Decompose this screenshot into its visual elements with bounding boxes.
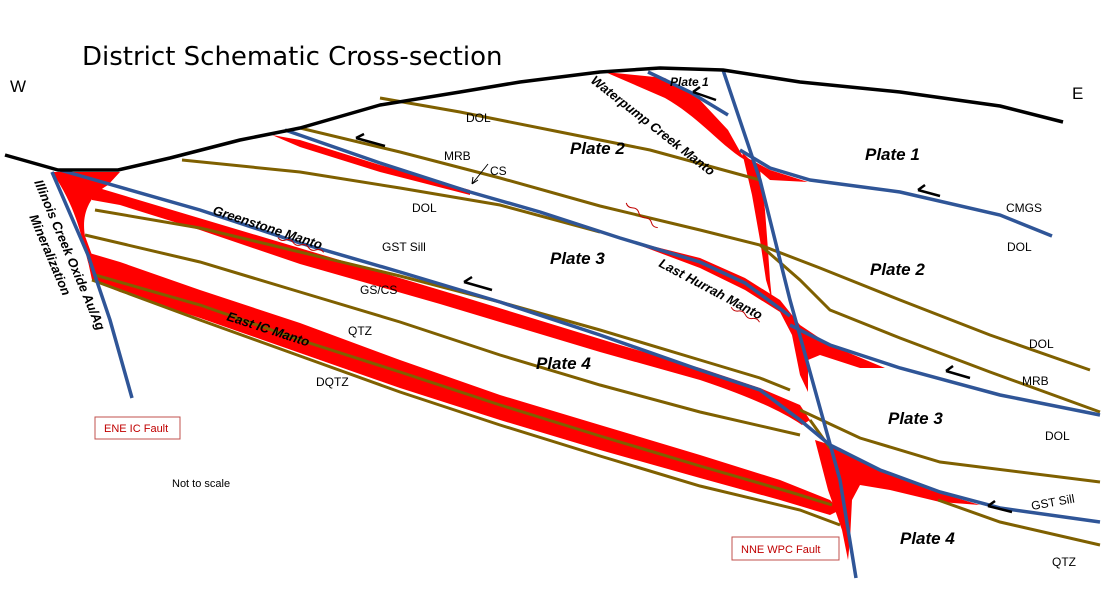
plate3-east-label: Plate 3 (888, 409, 943, 428)
waterpump-thrust (647, 70, 729, 117)
plate2-east-label: Plate 2 (870, 260, 925, 279)
arrow-icon (945, 364, 971, 380)
nne-wpc-fault (721, 69, 858, 579)
unit-dol-east-upper: DOL (1007, 240, 1032, 254)
blue-fault-lines (50, 69, 1101, 579)
ene-ic-fault-box (94, 416, 181, 440)
cs-thrust (284, 128, 792, 318)
upper-thrust-east (739, 148, 1053, 238)
last-hurrah-manto-ore (620, 238, 885, 392)
unit-gst-sill-east: GST Sill (1030, 492, 1076, 513)
lower-thrust-east (829, 443, 1101, 524)
unit-dol-mid: DOL (412, 201, 437, 215)
ene-ic-fault-label: ENE IC Fault (104, 423, 168, 435)
waterpump-creek-manto-ore (605, 72, 808, 182)
arrow-icon (463, 275, 493, 292)
diagram-title: District Schematic Cross-section (82, 42, 502, 72)
cs-pointer-arrow-icon (471, 163, 489, 185)
mrb-thrust-east (789, 323, 1101, 417)
east-ic-manto-ore (86, 252, 840, 515)
unit-dol-east-low: DOL (1045, 429, 1070, 443)
waterpump-underline (625, 202, 658, 229)
plate2-west-label: Plate 2 (570, 139, 625, 158)
west-label: W (10, 77, 26, 96)
unit-dqtz: DQTZ (316, 375, 349, 389)
illinois-creek-ore (52, 172, 120, 280)
plate1-top-label: Plate 1 (670, 75, 709, 89)
east-label: E (1072, 84, 1083, 103)
plate4-west-label: Plate 4 (536, 354, 591, 373)
arrow-icon (987, 499, 1013, 514)
greenstone-underline (277, 237, 325, 253)
arrow-icon (355, 132, 386, 148)
unit-cmgs: CMGS (1006, 201, 1042, 215)
unit-qtz: QTZ (348, 324, 372, 338)
unit-gs-cs: GS/CS (360, 283, 397, 297)
nne-wpc-fault-label: NNE WPC Fault (741, 544, 820, 556)
scale-note: Not to scale (172, 478, 230, 490)
greenstone-thrust (59, 168, 832, 447)
plate1-label: Plate 1 (865, 145, 920, 164)
ene-ic-fault (50, 171, 134, 399)
topographic-surface (4, 66, 1064, 172)
unit-dol-east-mid: DOL (1029, 337, 1054, 351)
last-hurrah-underline (730, 306, 760, 323)
arrow-icon (692, 85, 717, 102)
unit-mrb-upper: MRB (444, 149, 471, 163)
unit-cs: CS (490, 164, 507, 178)
nne-fault-ore-lower (815, 440, 980, 560)
plate3-west-label: Plate 3 (550, 249, 605, 268)
nne-fault-ore-upper (742, 152, 772, 300)
unit-dol-upper: DOL (466, 111, 491, 125)
unit-qtz-east: QTZ (1052, 555, 1076, 569)
plate4-east-label: Plate 4 (900, 529, 955, 548)
arrow-icon (917, 183, 941, 198)
movement-arrows (355, 85, 1013, 514)
surface-west-ore (272, 135, 470, 195)
unit-mrb-east: MRB (1022, 374, 1049, 388)
nne-wpc-fault-box (731, 536, 840, 561)
unit-gst-sill: GST Sill (382, 240, 426, 254)
